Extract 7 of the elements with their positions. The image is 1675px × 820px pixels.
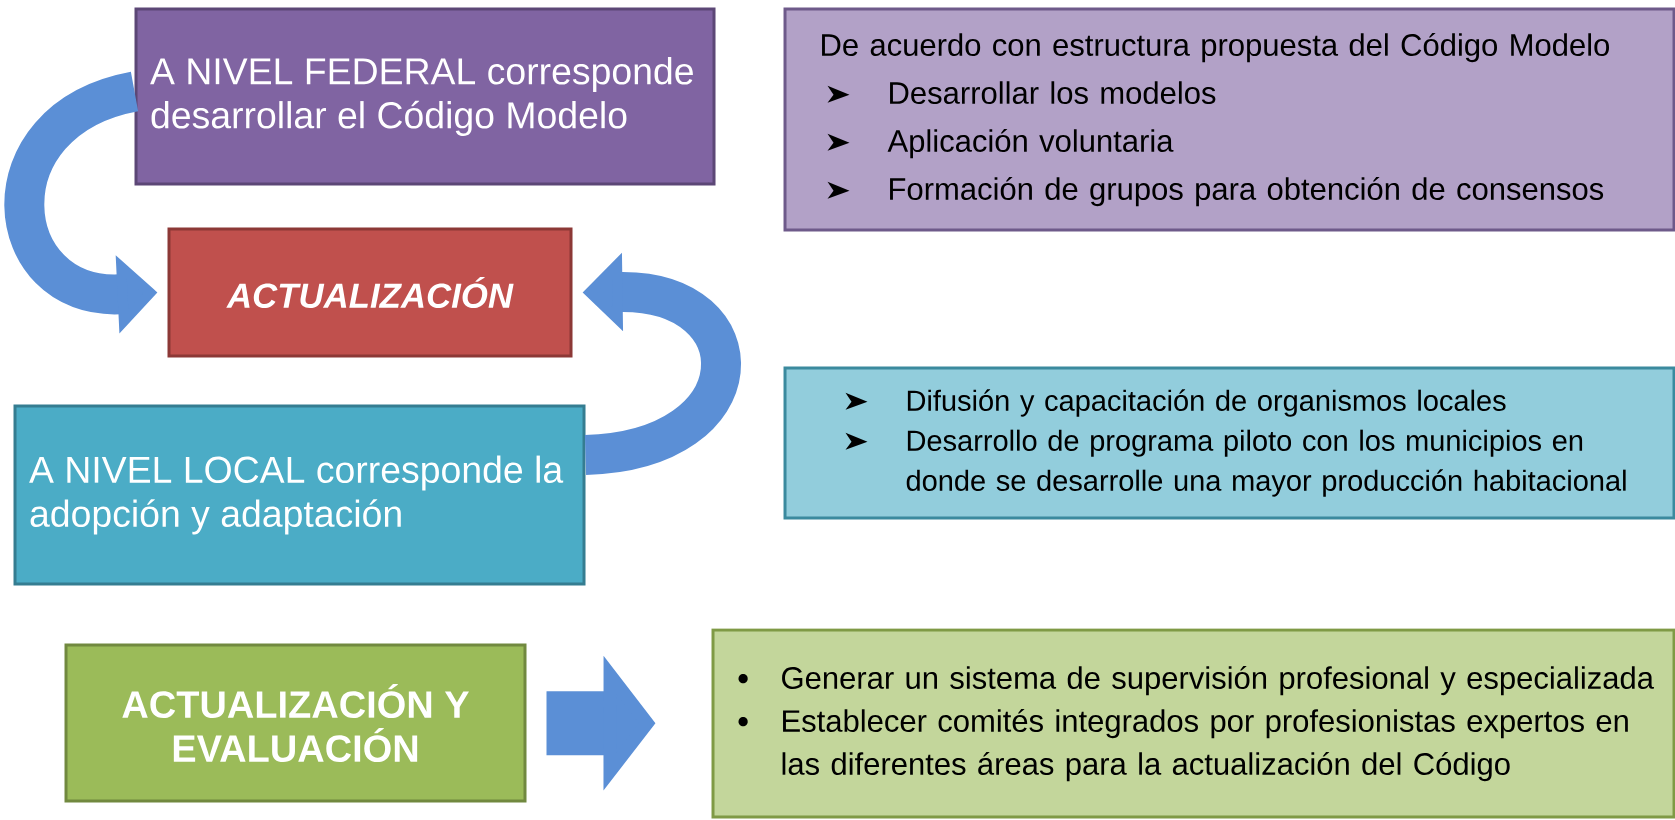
title-box: ACTUALIZACIÓN — [167, 227, 573, 358]
level-box: A NIVEL FEDERAL corresponde desarrollar el Código Modelo — [134, 7, 716, 186]
list-box: Difusión y capacitación de organismos locales Desarrollo de programa piloto con los municipios en donde se desarrolle una mayor producción habitacional — [783, 366, 1675, 520]
stage-box: ACTUALIZACIÓN Y EVALUACIÓN — [64, 643, 527, 803]
list-box: De acuerdo con estructura propuesta del Código Modelo Desarrollar los modelos Aplicación voluntaria Formación de grupos para obtención de consensos — [783, 7, 1675, 232]
list-box: Generar un sistema de supervisión profesional y especializada Establecer comités integrados por profesionistas expertos en las diferentes áreas para la actualización del Código — [711, 628, 1675, 819]
level-box: A NIVEL LOCAL corresponde la adopción y adaptación — [13, 404, 586, 586]
